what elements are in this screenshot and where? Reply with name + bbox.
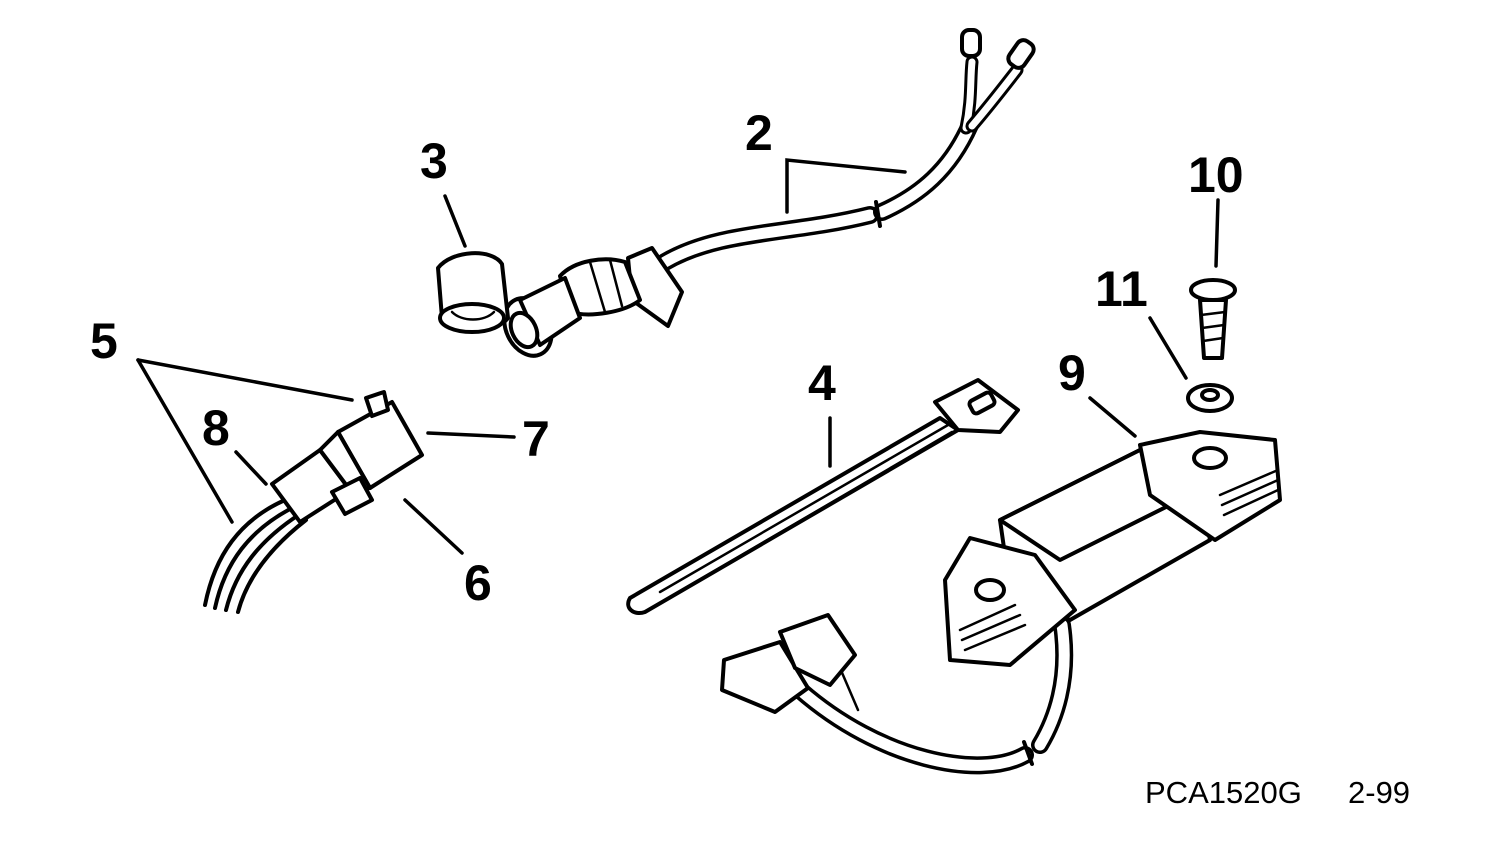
callout-7: 7	[522, 411, 550, 467]
leader-lines	[136, 158, 1220, 555]
part-10-screw	[1189, 278, 1237, 360]
callout-10: 10	[1188, 147, 1244, 203]
callout-4: 4	[808, 355, 836, 411]
callouts: 2 3 4 5 6 7 8 9 10 11	[90, 105, 1244, 611]
part-9-coil	[720, 430, 1282, 775]
part-3-cap	[436, 251, 510, 334]
part-5-harness	[203, 390, 424, 614]
callout-11: 11	[1095, 261, 1148, 317]
callout-8: 8	[202, 400, 230, 456]
figure-date: 2-99	[1348, 775, 1410, 810]
callout-5: 5	[90, 313, 118, 369]
footer: PCA1520G 2-99	[1145, 775, 1410, 810]
callout-3: 3	[420, 133, 448, 189]
callout-2: 2	[745, 105, 773, 161]
callout-9: 9	[1058, 345, 1086, 401]
part-4-cable-tie	[626, 378, 1020, 615]
part-11-washer	[1186, 383, 1234, 413]
callout-6: 6	[464, 555, 492, 611]
part-2-cable	[502, 28, 1036, 358]
figure-code: PCA1520G	[1145, 775, 1302, 810]
